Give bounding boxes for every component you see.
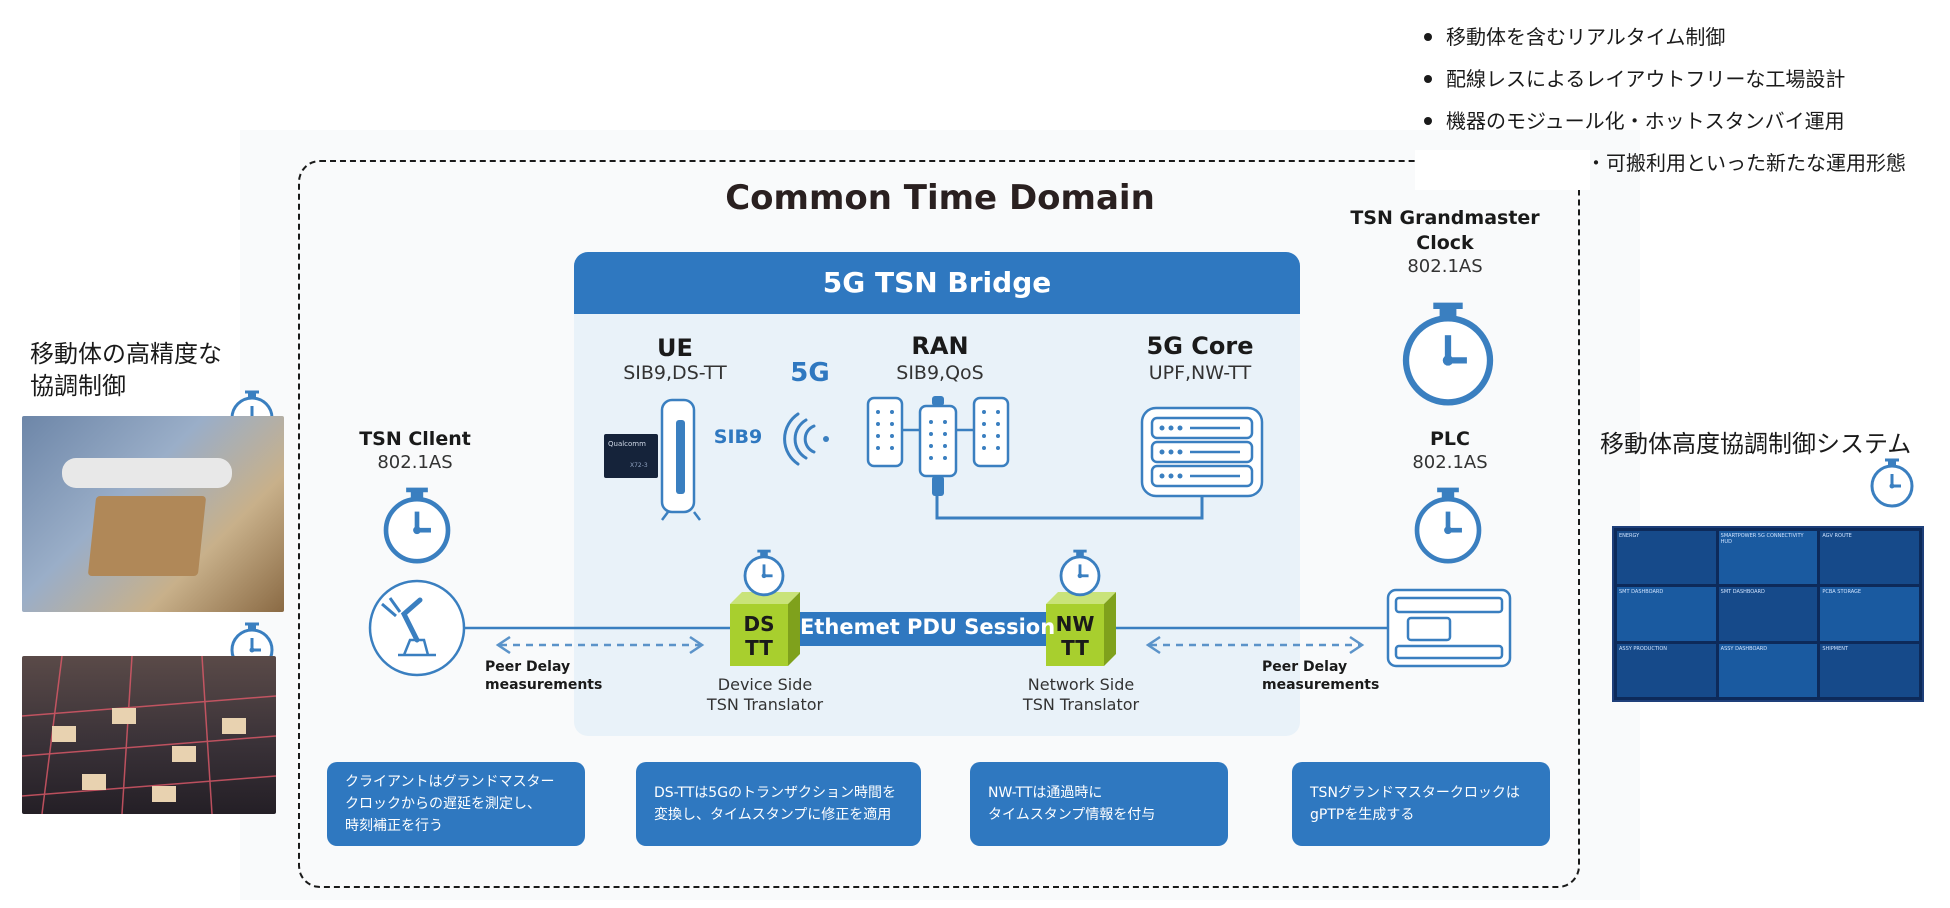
core-title: 5G Core (1146, 332, 1254, 360)
dashboard-screen: ENERGY SMARTPOWER 5G CONNECTIVITY HUD AG… (1612, 526, 1924, 702)
left-caption-line2: 協調制御 (30, 372, 126, 400)
grandmaster-title-line2: Clock (1416, 232, 1474, 254)
ds-tt-caption: Device Side TSN Translator (680, 675, 850, 715)
ue-device-icon (660, 398, 701, 521)
peer-delay-left-label: Peer Delay measurements (485, 658, 602, 694)
nw-tt-line2: TT (1061, 636, 1089, 660)
dashboard-panel: ASSY DASHBOARD (1718, 643, 1818, 697)
frame-gap (1415, 150, 1590, 190)
ds-tt-caption-line2: TSN Translator (706, 695, 824, 714)
ds-tt-line2: TT (745, 636, 773, 660)
dashboard-panel: AGV ROUTE (1820, 531, 1919, 585)
grandmaster-title: TSN Grandmaster Clock (1340, 206, 1550, 256)
nw-tt-caption-line2: TSN Translator (1022, 695, 1140, 714)
ds-tt-cube-icon (730, 592, 800, 666)
plc-device-icon (1386, 588, 1512, 668)
ran-antenna-icon (866, 396, 1010, 496)
agv-grid-graphic (22, 656, 276, 814)
agv-photo (22, 656, 276, 814)
peer-delay-right-label: Peer Delay measurements (1262, 658, 1379, 694)
ue-sub: SIB9,DS-TT (623, 362, 727, 384)
ds-tt-line1: DS (743, 612, 775, 636)
note-ds-tt: DS-TTは5Gのトランザクション時間を 変換し、タイムスタンプに修正を適用 (636, 762, 921, 846)
peer-delay-right-line2: measurements (1262, 677, 1380, 693)
note-client: クライアントはグランドマスター クロックからの遅延を測定し、 時刻補正を行う (327, 762, 585, 846)
sib9-label: SIB9 (713, 426, 763, 448)
plc-title: PLC (1430, 428, 1470, 450)
note-nw-tt: NW-TTは通過時に タイムスタンプ情報を付与 (970, 762, 1228, 846)
arrow-head (1349, 635, 1365, 655)
bullet-item: 移動体を含むリアルタイム制御 (1420, 16, 1906, 58)
common-time-domain-frame (298, 160, 1580, 888)
chip-model: X72-3 (630, 462, 648, 469)
nw-tt-label: NW TT (1046, 612, 1104, 660)
left-caption: 移動体の高精度な 協調制御 (30, 338, 222, 402)
chip-icon: Qualcomm X72-3 (604, 434, 658, 478)
drone-photo (22, 416, 284, 612)
bullet-item: 配線レスによるレイアウトフリーな工場設計 (1420, 58, 1906, 100)
bridge-title: 5G TSN Bridge (574, 252, 1300, 314)
chip-brand: Qualcomm (608, 440, 646, 448)
dashboard-panel: SMT DASHBOARD (1617, 587, 1716, 641)
domain-title: Common Time Domain (725, 178, 1155, 218)
peer-delay-left-line2: measurements (485, 677, 603, 693)
nw-tt-caption-line1: Network Side (1027, 675, 1135, 694)
tsn-client-clock-icon (386, 490, 448, 561)
grandmaster-sub: 802.1AS (1407, 256, 1483, 277)
5g-label: 5G (790, 358, 830, 388)
system-clock-icon (1870, 458, 1914, 508)
wireless-signal-icon (783, 412, 829, 466)
dashboard-panel: PCBA STORAGE (1820, 587, 1919, 641)
note-grandmaster: TSNグランドマスタークロックは gPTPを生成する (1292, 762, 1550, 846)
grandmaster-title-line1: TSN Grandmaster (1350, 207, 1540, 229)
drone-body-shape (62, 458, 232, 488)
ue-title: UE (657, 334, 693, 362)
dashboard-panel: ENERGY (1617, 531, 1716, 585)
tsn-client-sub: 802.1AS (377, 452, 453, 473)
plc-sub: 802.1AS (1412, 452, 1488, 473)
dashboard-panel: SHIPMENT (1820, 643, 1919, 697)
pdu-session-bar (800, 612, 1046, 646)
dashboard-panel: SMT DASHBOARD (1718, 587, 1818, 641)
tsn-client-title: TSN Cllent (359, 428, 471, 450)
nw-tt-line1: NW (1055, 612, 1095, 636)
bullet-item: 機器のモジュール化・ホットスタンバイ運用 (1420, 100, 1906, 142)
pdu-session-label: Ethemet PDU Session (800, 615, 1056, 639)
peer-delay-right-line1: Peer Delay (1262, 659, 1348, 675)
ds-tt-caption-line1: Device Side (717, 675, 813, 694)
plc-clock-icon (1417, 490, 1479, 561)
nw-tt-cube-icon (1046, 592, 1116, 666)
grandmaster-clock-icon (1406, 306, 1490, 403)
package-shape (87, 496, 207, 576)
dashboard-panel: ASSY PRODUCTION (1617, 643, 1716, 697)
core-sub: UPF,NW-TT (1148, 362, 1252, 384)
robot-arm-icon (368, 579, 466, 677)
dashboard-panel: SMARTPOWER 5G CONNECTIVITY HUD (1718, 531, 1818, 585)
arrow-head (689, 635, 705, 655)
ran-title: RAN (911, 332, 969, 360)
peer-delay-left-line1: Peer Delay (485, 659, 571, 675)
ds-tt-label: DS TT (730, 612, 788, 660)
arrow-head (1145, 635, 1161, 655)
right-caption: 移動体高度協調制御システム (1600, 430, 1912, 458)
arrow-head (495, 635, 511, 655)
ran-sub: SIB9,QoS (896, 362, 984, 384)
nw-tt-clock-icon (1059, 549, 1101, 597)
left-caption-line1: 移動体の高精度な (30, 340, 222, 368)
nw-tt-caption: Network Side TSN Translator (996, 675, 1166, 715)
ds-tt-clock-icon (743, 549, 785, 597)
